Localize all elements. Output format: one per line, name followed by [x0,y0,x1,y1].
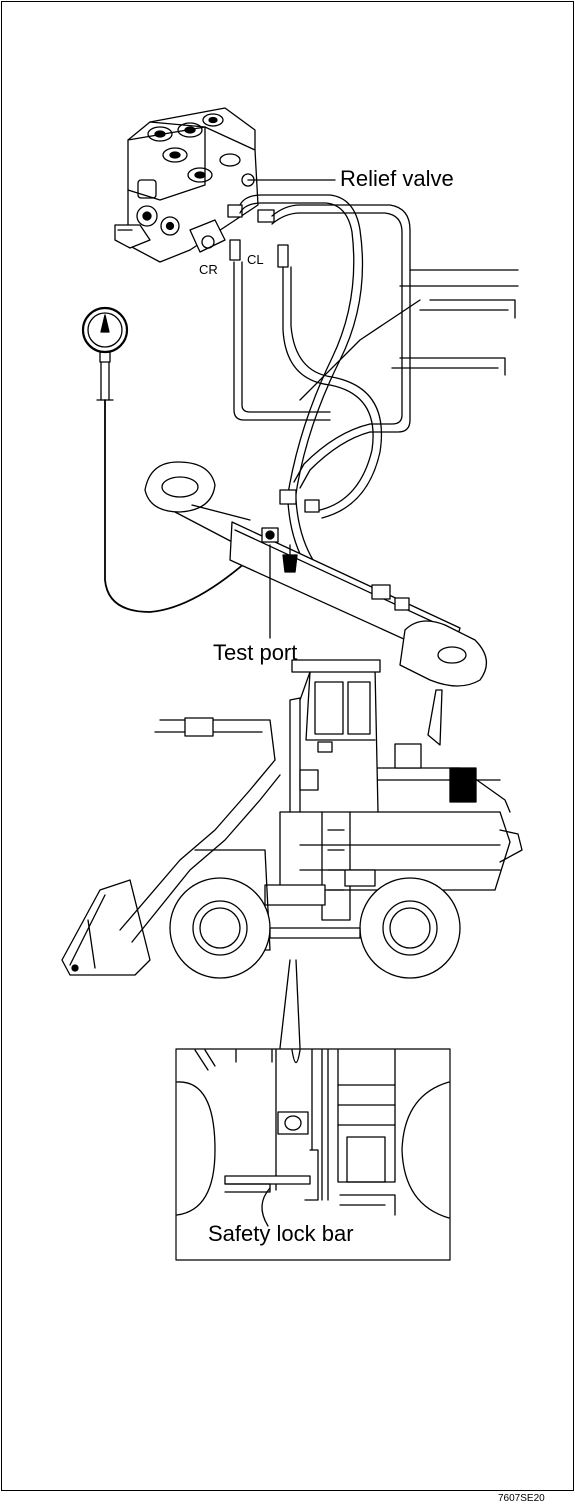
safety-lock-bar-label: Safety lock bar [208,1221,354,1246]
test-port-fitting [261,527,298,639]
hydraulic-hoses [233,194,411,613]
valve-fittings [227,204,289,268]
wheel-loader [61,659,523,979]
cl-port-label: CL [247,252,264,267]
pressure-gauge [81,306,269,613]
detail-box [175,1048,451,1261]
cr-port-label: CR [199,262,218,277]
zoom-callout-lines [279,959,301,1049]
detail-view [176,1049,450,1227]
frame-rails [299,269,519,401]
test-port-label: Test port [213,640,298,665]
steering-cylinder [144,461,487,687]
control-valve-block [114,107,259,263]
relief-valve-label: Relief valve [340,166,454,191]
figure-code: 7607SE20 [498,1493,545,1504]
